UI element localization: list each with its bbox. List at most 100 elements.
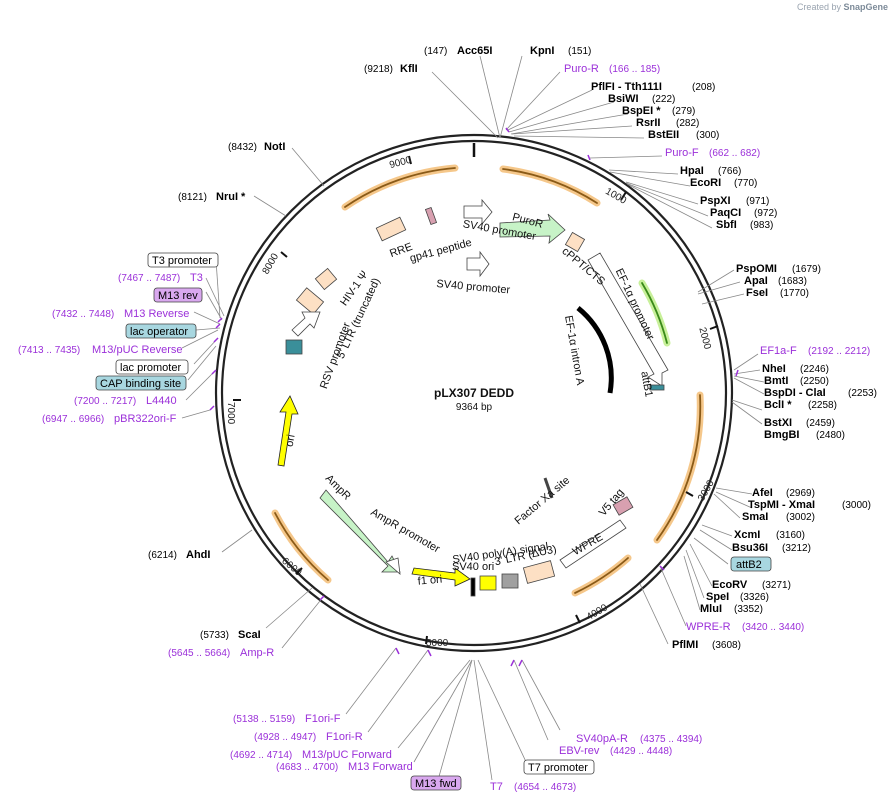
site-ebv-rev-pos: (4429 .. 4448) <box>610 746 672 757</box>
site-bspei-pos: (279) <box>672 106 695 117</box>
brand-name: SnapGene <box>843 2 888 12</box>
site-tspmi-pos: (3000) <box>842 500 871 511</box>
label-ampr-promoter: AmpR promoter <box>369 506 443 555</box>
rre-box <box>375 216 407 242</box>
site-scai: ScaI <box>238 629 261 641</box>
site-bsu36i-pos: (3212) <box>782 543 811 554</box>
factor-xa-mark <box>543 477 554 499</box>
sv40-ori-mark <box>470 577 476 597</box>
site-smai-pos: (3002) <box>786 512 815 523</box>
site-bsteii-pos: (300) <box>696 130 719 141</box>
site-hpai: HpaI <box>680 165 704 177</box>
site-noti: NotI <box>264 141 285 153</box>
brand-prefix: Created by <box>796 2 841 12</box>
site-bmgbi-pos: (2480) <box>816 430 845 441</box>
site-t3-promoter-box <box>147 252 219 268</box>
ef1a-promoter-arrow <box>587 252 669 387</box>
ef1a-intron-arc <box>576 306 614 394</box>
site-t7-promoter: T7 promoter <box>528 762 588 774</box>
site-f1ori-f: F1ori-F <box>305 713 341 725</box>
site-bsiwi-pos: (222) <box>652 94 675 105</box>
site-attb2: attB2 <box>736 559 762 571</box>
site-mlui: MluI <box>700 603 722 615</box>
sv40-promoter-arrow-1 <box>463 198 493 226</box>
site-m13-forward: M13 Forward <box>348 761 413 773</box>
site-kpni: KpnI <box>530 45 554 57</box>
rsv-promoter-arrow <box>291 311 321 337</box>
site-m13-fwd-box <box>410 775 462 791</box>
site-bsiwi: BsiWI <box>608 93 639 105</box>
site-acc65i-pos: (147) <box>424 46 447 57</box>
tick-label-9000: 9000 <box>388 155 413 171</box>
site-puro-f: Puro-F <box>665 147 699 159</box>
site-f1ori-r-pos: (4928 .. 4947) <box>254 732 316 743</box>
label-sv40-promoter-2: SV40 promoter <box>436 278 511 296</box>
site-spei-pos: (3326) <box>740 592 769 603</box>
site-lac-promoter-box <box>115 359 189 375</box>
site-sv40pa-r-pos: (4375 .. 4394) <box>640 734 702 745</box>
site-t7-promoter-box <box>523 759 595 775</box>
site-m13-rev: M13 rev <box>158 290 198 302</box>
puror-arrow <box>499 213 566 244</box>
site-bmgbi: BmgBI <box>764 429 799 441</box>
site-noti-pos: (8432) <box>228 142 257 153</box>
backbone-outer-ring <box>214 133 734 653</box>
site-smai: SmaI <box>742 511 768 523</box>
tick-label-5000: 5000 <box>426 638 449 649</box>
site-sv40pa-r: SV40pA-R <box>576 733 628 745</box>
position-ticks <box>233 155 719 645</box>
site-ahdi-pos: (6214) <box>148 550 177 561</box>
site-apai-pos: (1683) <box>778 276 807 287</box>
sv40-promoter-arrow-2 <box>466 250 490 278</box>
site-nhei: NheI <box>762 363 786 375</box>
site-rsrii: RsrII <box>636 117 660 129</box>
site-f1ori-r: F1ori-R <box>326 731 363 743</box>
site-pflmi: PflMI <box>672 639 698 651</box>
site-puro-r: Puro-R <box>564 63 599 75</box>
ampr-arrow <box>319 489 401 573</box>
site-t3-promoter: T3 promoter <box>152 255 212 267</box>
site-m13-fwd: M13 fwd <box>415 778 457 790</box>
site-lac-operator-box <box>125 323 197 339</box>
v5-tag-box <box>612 496 634 516</box>
site-amp-r: Amp-R <box>240 647 274 659</box>
site-spei: SpeI <box>706 591 729 603</box>
tick-label-7000: 7000 <box>225 402 236 425</box>
site-ecori-pos: (770) <box>734 178 757 189</box>
site-pbr322ori-f-pos: (6947 .. 6966) <box>42 414 104 425</box>
site-hpai-pos: (766) <box>718 166 741 177</box>
site-paqci-pos: (972) <box>754 208 777 219</box>
ltr-3-box <box>522 560 556 584</box>
snapgene-brand: Created by SnapGene <box>797 2 888 12</box>
primer-marks <box>209 127 739 667</box>
site-afei-pos: (2969) <box>786 488 815 499</box>
site-ecorv: EcoRV <box>712 579 748 591</box>
site-wpre-r-pos: (3420 .. 3440) <box>742 622 804 633</box>
site-f1ori-f-pos: (5138 .. 5159) <box>233 714 295 725</box>
site-bcli: BclI * <box>764 399 792 411</box>
site-pspomi: PspOMI <box>736 263 777 275</box>
site-ahdi: AhdI <box>186 549 210 561</box>
site-t7-pos: (4654 .. 4673) <box>514 782 576 793</box>
site-lac-operator: lac operator <box>130 326 188 338</box>
site-labels: (147) Acc65I KpnI (151) (9218) KflI Puro… <box>18 45 877 793</box>
site-t7: T7 <box>490 781 503 793</box>
site-l4440-pos: (7200 .. 7217) <box>74 396 136 407</box>
grey-box <box>501 573 519 589</box>
plasmid-name: pLX307 DEDD <box>434 386 514 400</box>
site-kfli: KflI <box>400 63 418 75</box>
site-sbfi-pos: (983) <box>750 220 773 231</box>
lac-features-box <box>285 339 303 355</box>
sv40-polya-box <box>479 575 497 591</box>
site-pspxi: PspXI <box>700 195 731 207</box>
site-apai: ApaI <box>744 275 768 287</box>
label-f1-ori: f1 ori <box>417 574 442 588</box>
site-amp-r-pos: (5645 .. 5664) <box>168 648 230 659</box>
site-xcmi-pos: (3160) <box>776 530 805 541</box>
ampr-promoter-arrow <box>385 557 401 575</box>
site-fsei: FseI <box>746 287 768 299</box>
site-cap-box <box>95 375 187 391</box>
site-ecori: EcoRI <box>690 177 721 189</box>
site-nrui-pos: (8121) <box>178 192 207 203</box>
site-tspmi: TspMI - XmaI <box>748 499 815 511</box>
